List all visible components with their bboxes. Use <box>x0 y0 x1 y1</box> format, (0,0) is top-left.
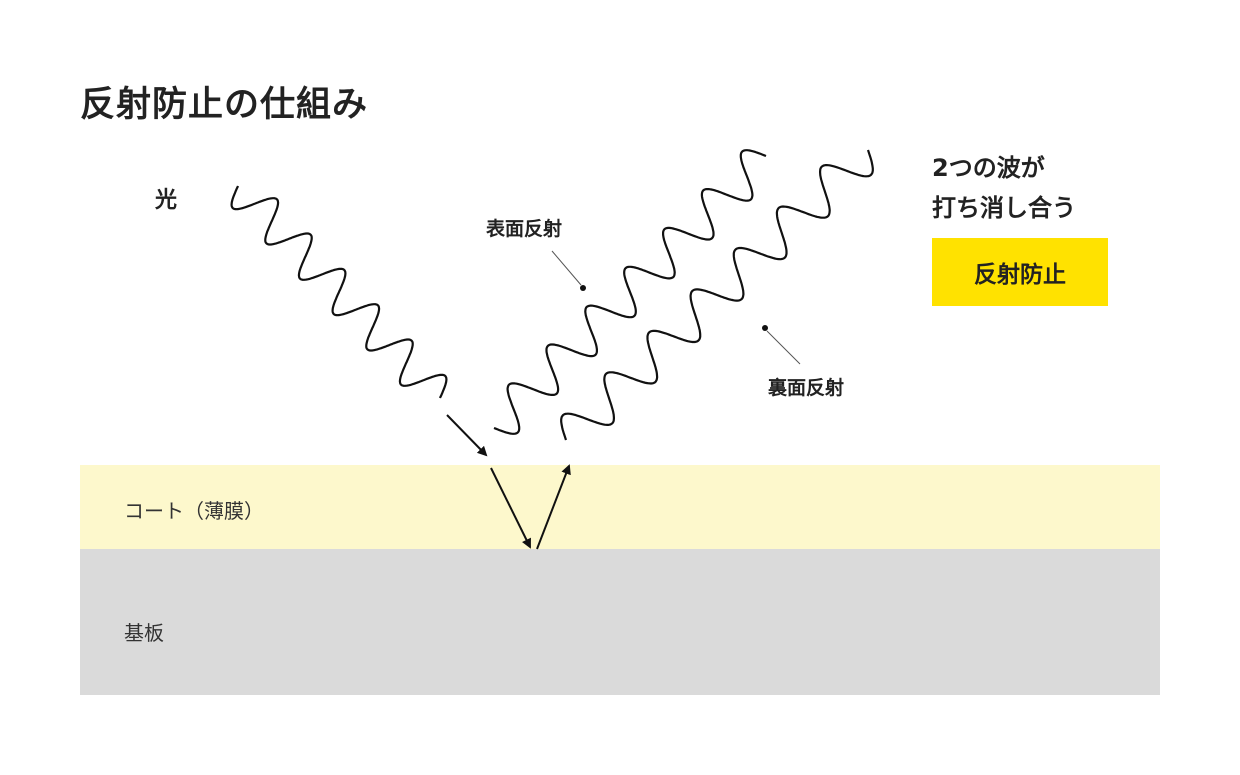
back-reflected-arrow <box>536 464 571 550</box>
substrate-layer: 基板 <box>80 549 1160 695</box>
anti-reflection-badge: 反射防止 <box>932 238 1108 306</box>
substrate-label: 基板 <box>124 621 164 645</box>
coat-layer: コート（薄膜） <box>80 465 1160 549</box>
back-leader-line <box>766 330 801 365</box>
back-reflection-label: 裏面反射 <box>768 377 845 399</box>
light-label: 光 <box>155 188 178 213</box>
page-title: 反射防止の仕組み <box>80 85 369 125</box>
incident-light-wave <box>230 185 448 399</box>
incident-arrow <box>446 414 488 457</box>
surface-leader-dot <box>580 285 586 291</box>
refracted-arrow <box>490 467 531 549</box>
back-reflection-wave <box>560 149 874 441</box>
interference-note-line1: 2つの波が <box>932 154 1045 182</box>
coat-label: コート（薄膜） <box>124 499 264 523</box>
surface-reflection-label: 表面反射 <box>486 218 563 240</box>
interference-note-line2: 打ち消し合う <box>932 194 1076 222</box>
surface-leader-line <box>551 250 582 286</box>
surface-reflection-wave <box>493 149 767 435</box>
interference-note: 2つの波が 打ち消し合う <box>932 148 1076 228</box>
back-leader-dot <box>762 325 768 331</box>
